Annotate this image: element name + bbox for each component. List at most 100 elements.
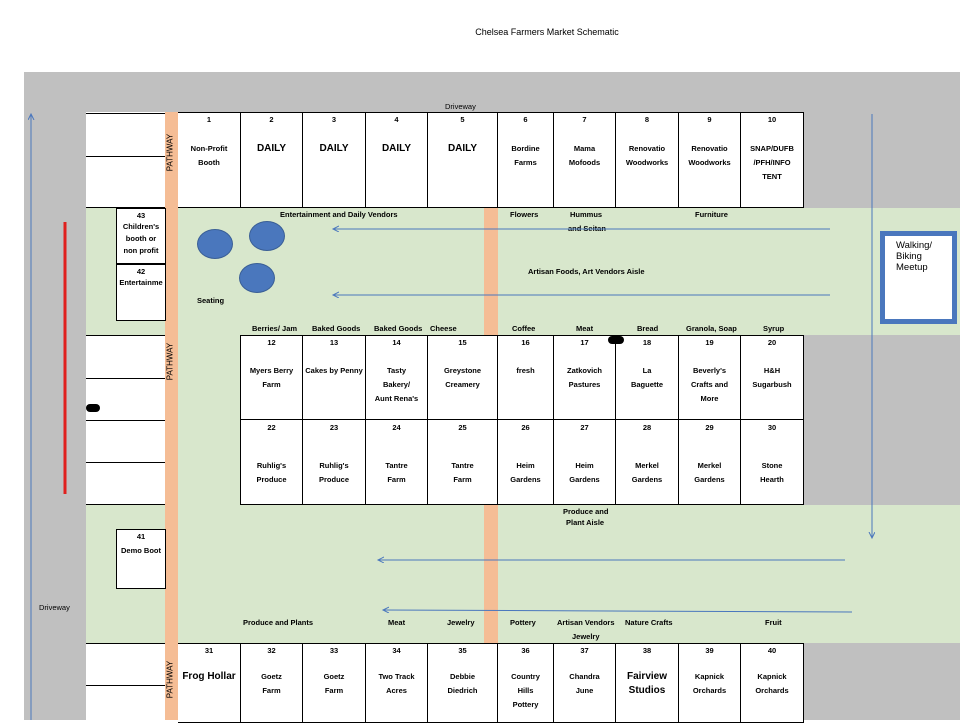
driveway-top-label: Driveway <box>445 102 476 111</box>
booth-vendor-name: Studios <box>628 685 666 696</box>
booth-number: 14 <box>392 338 401 347</box>
booth-number: 26 <box>521 423 530 432</box>
category-label: Granola, Soap <box>686 324 737 333</box>
booth-vendor-name: Woodworks <box>625 158 669 167</box>
booth-vendor-name: SNAP/DUFB <box>750 144 794 153</box>
booth-number: 30 <box>767 423 777 432</box>
booth-number: 13 <box>329 338 339 347</box>
seating-label: Seating <box>197 296 225 305</box>
booth-vendor-name: booth or <box>125 234 157 243</box>
booth-vendor-name: Frog Hollar <box>182 671 236 682</box>
category-label: Jewelry <box>447 618 475 627</box>
booth-vendor-name: Booth <box>198 158 220 167</box>
hummus-label-1: Hummus <box>570 210 603 219</box>
right-grey-lane-top <box>804 112 864 208</box>
booth-vendor-name: Bakery/ <box>382 380 411 389</box>
category-label: Baked Goods <box>312 324 361 333</box>
category-label: Baked Goods <box>374 324 423 333</box>
seating-table <box>197 229 233 259</box>
furniture-label: Furniture <box>695 210 728 219</box>
booth-vendor-name: Country <box>511 672 540 681</box>
booth-vendor-name: June <box>575 686 594 695</box>
booth-vendor-name: Hills <box>517 686 534 695</box>
booth-vendor-name: Orchards <box>692 686 727 695</box>
booth-number: 18 <box>642 338 652 347</box>
booth-number: 17 <box>580 338 589 347</box>
booth-vendor-name: Tantre <box>385 461 408 470</box>
left-white-lane-top <box>86 112 174 208</box>
booth-number: 32 <box>267 646 276 655</box>
category-label: Berries/ Jam <box>252 324 298 333</box>
booth-vendor-name: Goetz <box>323 672 345 681</box>
category-label: Coffee <box>512 324 536 333</box>
meetup-line-1: Walking/ <box>896 240 933 251</box>
booth-vendor-name: Entertainme <box>119 278 163 287</box>
booth-vendor-name: Myers Berry <box>249 366 294 375</box>
booth-vendor-name: Renovatio <box>628 144 666 153</box>
booth-vendor-name: non profit <box>123 246 159 255</box>
booth-number: 22 <box>267 423 276 432</box>
booth-vendor-name: Zatkovich <box>566 366 602 375</box>
booth-vendor-name: Non-Profit <box>190 144 228 153</box>
booth-vendor-name: Creamery <box>445 380 480 389</box>
page-title: Chelsea Farmers Market Schematic <box>475 27 619 37</box>
booth-number: 29 <box>705 423 714 432</box>
booth-vendor-name: Mama <box>573 144 596 153</box>
booth-vendor-name: La <box>642 366 652 375</box>
booth-vendor-name: Demo Boot <box>121 546 161 555</box>
meetup-line-2: Biking <box>896 251 922 262</box>
booth-vendor-name: Tasty <box>386 366 407 375</box>
booth-vendor-name: Aunt Rena's <box>374 394 419 403</box>
booth-number: 42 <box>136 267 146 276</box>
booth-number: 3 <box>331 115 337 124</box>
booth-vendor-name: Cakes by Penny <box>305 366 363 375</box>
produce-aisle-label-2: Plant Aisle <box>566 518 605 527</box>
booth-vendor-name: fresh <box>516 366 535 375</box>
category-label: Nature Crafts <box>625 618 673 627</box>
booth-vendor-name: Farm <box>324 686 344 695</box>
pathway-left <box>165 112 178 720</box>
booth-number: 9 <box>707 115 712 124</box>
seating-table <box>239 263 275 293</box>
booth-vendor-name: Baguette <box>630 380 664 389</box>
booth-vendor-name: Gardens <box>694 475 725 484</box>
booth-vendor-name: Mofoods <box>568 158 601 167</box>
booth-vendor-name: Farms <box>514 158 537 167</box>
lane-line <box>86 643 174 644</box>
booth-vendor-name: Tantre <box>451 461 474 470</box>
booth-vendor-name: DAILY <box>256 143 287 154</box>
booth-number: 34 <box>392 646 401 655</box>
flowers-label: Flowers <box>510 210 539 219</box>
booth-vendor-name: Heim <box>516 461 535 470</box>
booth-number: 41 <box>136 532 146 541</box>
booth-vendor-name: Debbie <box>449 672 475 681</box>
booth-vendor-name: Stone <box>761 461 783 470</box>
top-white-band <box>174 72 804 112</box>
booth-vendor-name: Greystone <box>443 366 482 375</box>
booth-vendor-name: Children's <box>122 222 160 231</box>
booth-vendor-name: Ruhlig's <box>256 461 287 470</box>
category-label: Pottery <box>510 618 536 627</box>
